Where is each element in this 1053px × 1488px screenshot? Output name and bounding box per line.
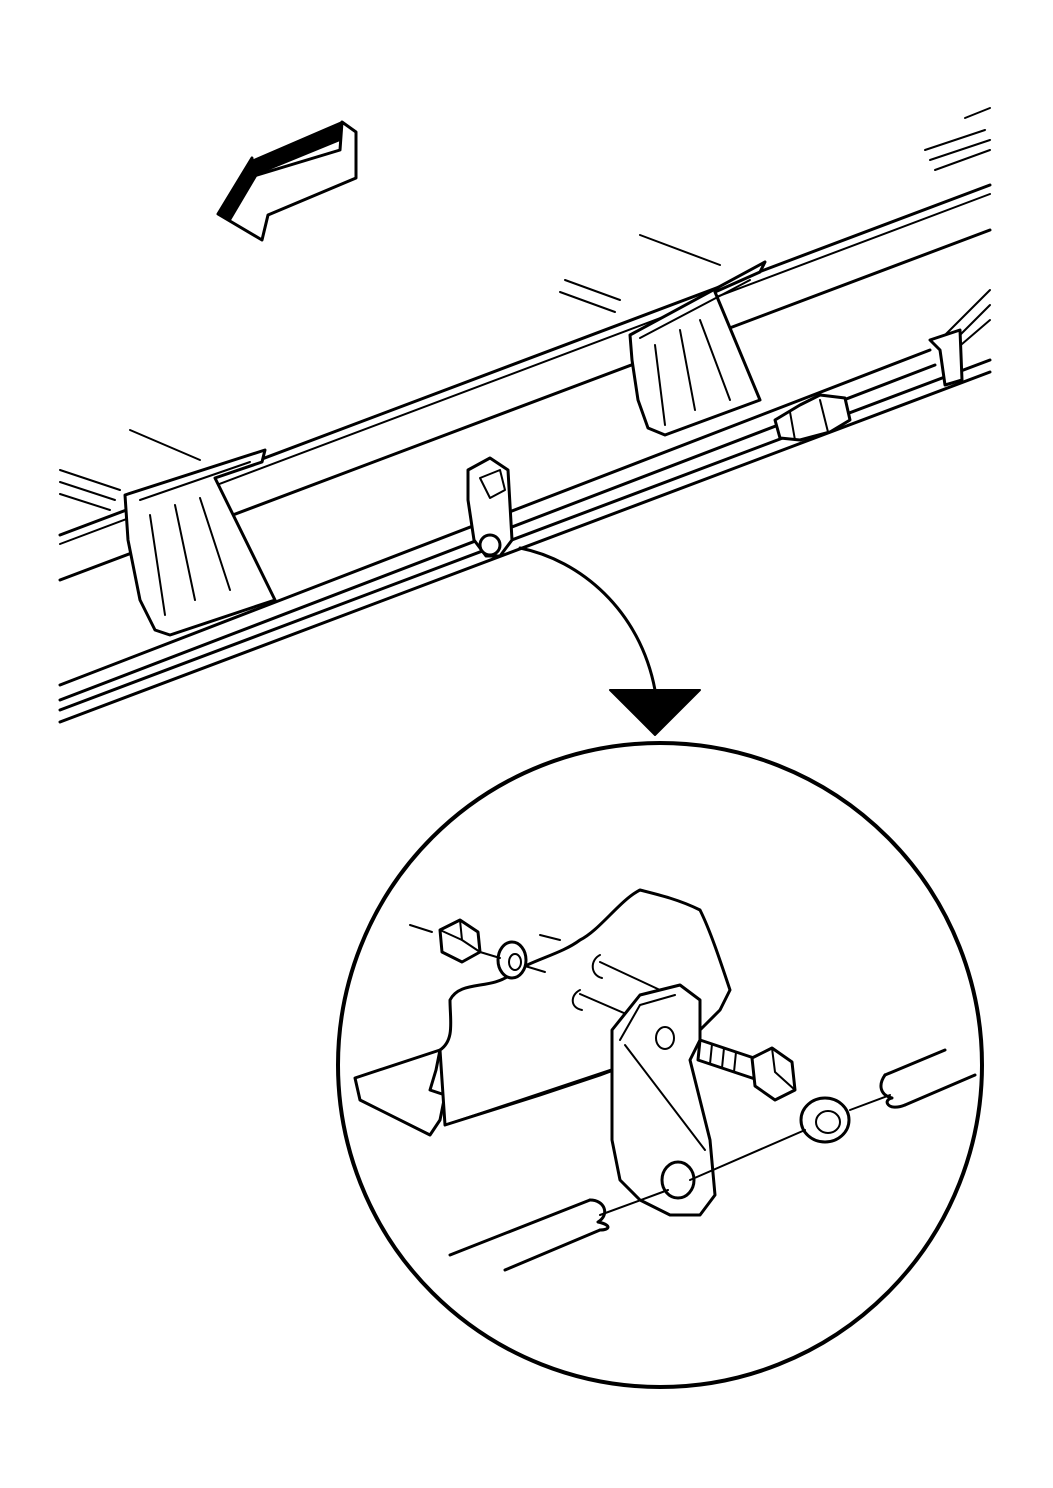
detail-grommet	[799, 1096, 851, 1144]
detail-clip-bracket	[610, 983, 717, 1217]
callout-arrow-icon	[518, 546, 701, 736]
detail-cable	[448, 1048, 977, 1272]
cable-clip-bracket	[466, 456, 514, 558]
support-bracket-left	[123, 448, 277, 637]
detail-washer	[496, 940, 528, 980]
support-bracket-right	[628, 260, 767, 437]
detail-view	[336, 741, 984, 1389]
cable-guide	[928, 328, 964, 387]
detail-crossmember	[353, 888, 732, 1137]
direction-arrow-icon	[216, 120, 358, 242]
detail-bolt	[696, 1038, 797, 1102]
cable-connector	[773, 393, 852, 442]
